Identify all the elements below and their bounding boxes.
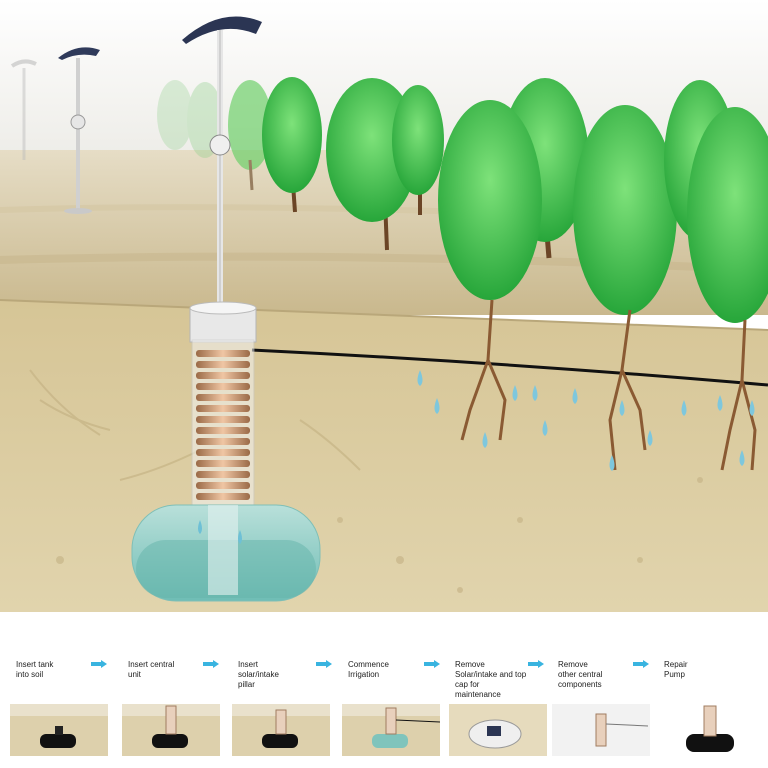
step-label: Commence Irrigation xyxy=(348,660,389,679)
sensor-sphere xyxy=(209,134,231,156)
water-drop-icon xyxy=(647,430,653,446)
step-thumbnail xyxy=(10,704,108,756)
arrow-right-icon xyxy=(633,660,649,668)
water-drop-icon xyxy=(482,432,488,448)
water-drop-icon xyxy=(417,370,423,386)
step-thumbnail xyxy=(232,704,330,756)
arrow-right-icon xyxy=(528,660,544,668)
step-label: Remove Solar/intake and top cap for main… xyxy=(455,660,527,699)
solar-pole-mid xyxy=(58,47,100,214)
step-label: Insert central unit xyxy=(128,660,175,679)
tree-icon xyxy=(262,77,322,193)
tree-icon xyxy=(392,85,444,195)
tree-icon xyxy=(573,105,677,315)
irrigation-pipe xyxy=(251,348,768,387)
step-label: Insert tank into soil xyxy=(16,660,54,679)
water-drops xyxy=(417,370,755,471)
step-label: Remove other central components xyxy=(558,660,603,689)
tree-icon xyxy=(687,107,768,323)
water-drop-icon xyxy=(739,450,745,466)
arrow-right-icon xyxy=(203,660,219,668)
tree-row xyxy=(262,77,768,323)
step-insert-central-unit: Insert central unit xyxy=(122,656,222,756)
water-drop-icon xyxy=(619,400,625,416)
solar-panel-icon xyxy=(182,16,262,44)
distant-solar-pole xyxy=(10,59,37,160)
arrow-right-icon xyxy=(91,660,107,668)
step-label: Repair Pump xyxy=(664,660,688,679)
arrow-right-icon xyxy=(424,660,440,668)
step-remove-solar-cap: Remove Solar/intake and top cap for main… xyxy=(449,656,549,756)
step-thumbnail xyxy=(122,704,220,756)
mid-trees xyxy=(228,80,272,191)
step-insert-pillar: Insert solar/intake pillar xyxy=(232,656,332,756)
scene-svg xyxy=(0,0,768,612)
step-thumbnail xyxy=(552,704,650,756)
water-drop-icon xyxy=(572,388,578,404)
installation-steps: Insert tank into soil Insert central uni… xyxy=(0,612,768,768)
irrigation-illustration xyxy=(0,0,768,612)
step-repair-pump: Repair Pump xyxy=(658,656,758,756)
tree-roots xyxy=(460,299,757,471)
water-drop-icon xyxy=(434,398,440,414)
step-thumbnail xyxy=(449,704,547,756)
step-commence-irrigation: Commence Irrigation xyxy=(342,656,442,756)
water-drop-icon xyxy=(609,455,615,471)
step-thumbnail xyxy=(658,704,756,756)
tree-icon xyxy=(326,78,418,222)
step-remove-central-components: Remove other central components xyxy=(552,656,652,756)
step-thumbnail xyxy=(342,704,440,756)
water-drop-icon xyxy=(512,385,518,401)
soil-cross-section xyxy=(0,300,768,612)
water-drop-icon xyxy=(717,395,723,411)
water-drop-icon xyxy=(542,420,548,436)
step-insert-tank: Insert tank into soil xyxy=(10,656,110,756)
step-label: Insert solar/intake pillar xyxy=(238,660,279,689)
tree-icon xyxy=(438,100,542,300)
arrow-right-icon xyxy=(316,660,332,668)
irrigation-device xyxy=(131,16,321,602)
copper-coil xyxy=(196,350,250,500)
water-drop-icon xyxy=(532,385,538,401)
water-drop-icon xyxy=(681,400,687,416)
water-drop-icon xyxy=(749,400,755,416)
